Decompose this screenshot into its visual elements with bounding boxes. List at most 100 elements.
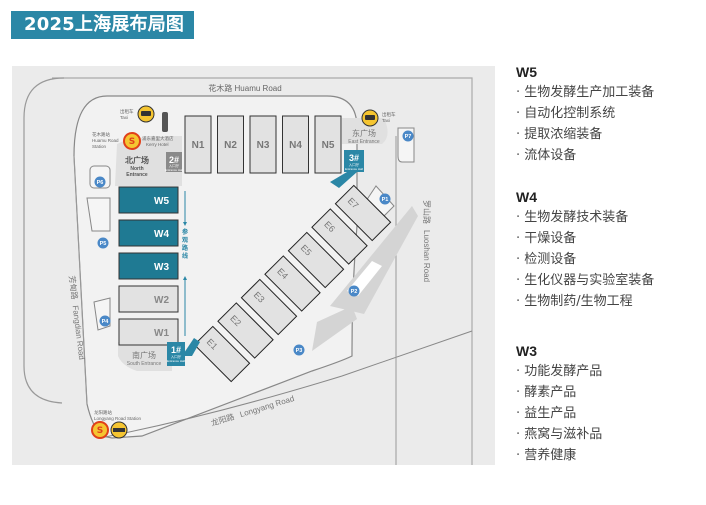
entrance-2-num: 2# bbox=[169, 155, 179, 165]
outer-road-curve bbox=[23, 77, 65, 404]
parking-p4-icon bbox=[99, 315, 111, 327]
hall-label: W5 bbox=[154, 196, 169, 207]
north-plaza-cn: 北广场 bbox=[125, 155, 149, 165]
legend-item: 生物发酵技术装备 bbox=[516, 207, 654, 228]
huamu-station-en1: Huamu Road bbox=[92, 138, 119, 143]
taxi-car-glyph bbox=[141, 111, 151, 116]
legend-item: 干燥设备 bbox=[516, 228, 654, 249]
east-plaza-area bbox=[342, 118, 388, 144]
fangdian-road-line bbox=[73, 155, 88, 405]
east-plaza-cn: 东广场 bbox=[352, 128, 376, 138]
legend-hall-title: W4 bbox=[516, 189, 537, 205]
legend-item: 功能发酵产品 bbox=[516, 361, 602, 382]
entrance-1-connector bbox=[182, 338, 200, 356]
entrance-2-cn: 入口厅 bbox=[169, 163, 180, 168]
maglev-glyph bbox=[113, 428, 125, 432]
hall-n4[interactable] bbox=[282, 115, 309, 174]
hall-shape bbox=[240, 278, 298, 336]
parking-label: P1 bbox=[382, 197, 389, 203]
hall-label: W4 bbox=[154, 229, 169, 240]
entrance-3-block bbox=[344, 150, 364, 172]
hall-shape bbox=[217, 302, 274, 359]
hall-label: N1 bbox=[192, 140, 205, 151]
hall-e4[interactable]: E4 bbox=[264, 255, 321, 312]
hall-label: W3 bbox=[154, 262, 169, 273]
route-arrow-down bbox=[183, 222, 187, 226]
visit-route-label: 参观路线 bbox=[181, 228, 189, 260]
hall-n1[interactable] bbox=[184, 115, 212, 174]
parking-label: P4 bbox=[102, 319, 110, 325]
metro-icon-huamu bbox=[123, 132, 141, 150]
route-arrow-up bbox=[183, 276, 187, 280]
outer-road-line bbox=[52, 77, 473, 465]
entrance-1-cn: 入口厅 bbox=[171, 354, 182, 359]
hall-label: N2 bbox=[224, 140, 237, 151]
taxi-en-east: Taxi bbox=[382, 118, 390, 123]
legend-item: 燕窝与滋补品 bbox=[516, 424, 602, 445]
legend-item: 自动化控制系统 bbox=[516, 103, 654, 124]
parking-label: P6 bbox=[97, 180, 104, 186]
longyang-station-cn: 龙阳路站 bbox=[94, 409, 112, 416]
hall-label: W1 bbox=[154, 328, 169, 339]
hall-w5[interactable] bbox=[118, 186, 179, 214]
hall-w3[interactable] bbox=[118, 252, 179, 280]
entrance-3-en: Entrance Hall bbox=[345, 167, 363, 171]
entrance-3-connector bbox=[330, 172, 357, 188]
legend-item: 生物发酵生产加工装备 bbox=[516, 82, 654, 103]
hall-shape bbox=[334, 184, 392, 242]
south-plaza-area bbox=[118, 342, 172, 371]
parking-p6-icon bbox=[94, 176, 106, 188]
east-plaza-en: East Entrance bbox=[348, 139, 380, 145]
legend-item: 生物制药/生物工程 bbox=[516, 291, 654, 312]
hall-w4[interactable] bbox=[118, 219, 179, 247]
legend-section-w3: W3 功能发酵产品 酵素产品 益生产品 燕窝与滋补品 营养健康 bbox=[516, 341, 602, 466]
legend-hall-title: W3 bbox=[516, 343, 537, 359]
parking-label: P3 bbox=[296, 348, 303, 354]
hall-label: N5 bbox=[322, 140, 335, 151]
hall-n5[interactable] bbox=[314, 115, 342, 174]
entrance-1-en: Entrance Hall bbox=[167, 359, 185, 363]
entrance-1-num: 1# bbox=[171, 345, 181, 355]
entrance-1-block bbox=[167, 342, 185, 366]
parking-zone-p5 bbox=[86, 197, 111, 232]
hall-e5[interactable]: E5 bbox=[287, 231, 345, 289]
hall-w2[interactable] bbox=[118, 285, 179, 313]
road-huamu: 花木路 Huamu Road bbox=[208, 83, 281, 93]
hall-e1[interactable]: E1 bbox=[193, 325, 251, 383]
hall-n2[interactable] bbox=[217, 115, 244, 174]
parking-p3-icon bbox=[293, 344, 305, 356]
hall-e2[interactable]: E2 bbox=[217, 302, 274, 359]
entrance-3-num: 3# bbox=[349, 153, 359, 163]
hall-label: N4 bbox=[289, 140, 302, 151]
legend-hall-title: W5 bbox=[516, 64, 537, 80]
entrance-2-block bbox=[166, 152, 182, 172]
metro-glyph: S bbox=[129, 137, 135, 147]
hall-e3[interactable]: E3 bbox=[240, 278, 298, 336]
hall-shape bbox=[287, 231, 345, 289]
legend-item: 检测设备 bbox=[516, 249, 654, 270]
parking-label: P7 bbox=[405, 134, 412, 140]
hall-n3[interactable] bbox=[249, 115, 277, 174]
legend-section-w4: W4 生物发酵技术装备 干燥设备 检测设备 生化仪器与实验室装备 生物制药/生物… bbox=[516, 187, 654, 312]
taxi-cn-east: 出租车 bbox=[382, 111, 396, 118]
huamu-station-en2: Station bbox=[92, 144, 107, 149]
longyang-station-en: Longyang Road Station bbox=[94, 416, 142, 421]
road-luoshan: 罗山路Luoshan Road bbox=[422, 200, 432, 282]
north-plaza-en1: North bbox=[130, 166, 143, 172]
hall-e7[interactable]: E7 bbox=[334, 184, 392, 242]
legend-item: 流体设备 bbox=[516, 145, 654, 166]
hall-label: W2 bbox=[154, 295, 169, 306]
legend-section-w5: W5 生物发酵生产加工装备 自动化控制系统 提取浓缩装备 流体设备 bbox=[516, 62, 654, 166]
metro-icon-longyang bbox=[91, 421, 109, 439]
hall-shape bbox=[311, 208, 368, 265]
hall-e6[interactable]: E6 bbox=[311, 208, 368, 265]
hall-w1[interactable] bbox=[118, 318, 179, 346]
kerry-hotel-cn: 浦东嘉里大酒店 bbox=[142, 135, 174, 142]
south-plaza-cn: 南广场 bbox=[132, 350, 156, 360]
south-plaza-en: South Entrance bbox=[127, 361, 162, 367]
